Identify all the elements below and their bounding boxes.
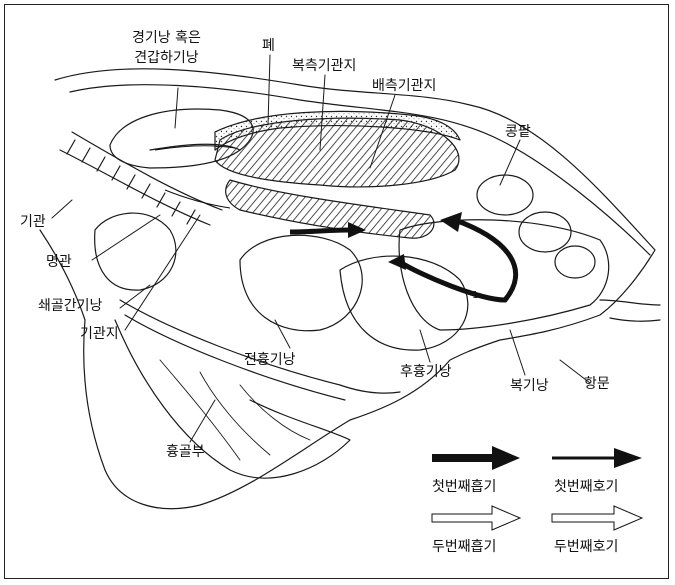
sternum-plate (115, 320, 350, 478)
label-kidney: 콩팥 (505, 124, 531, 140)
legend-first-inhale-arrow (432, 446, 520, 470)
clavicular-sac (95, 213, 176, 290)
anterior-thoracic-sac (240, 235, 362, 331)
label-primary-bronchus: 기관지 (80, 326, 119, 342)
label-posterior-thoracic-sac: 후흉기낭 (400, 364, 452, 380)
label-sternum: 흉골부 (166, 444, 205, 460)
label-dorsobronchi: 배측기관지 (372, 78, 436, 94)
label-clavicular-sac: 쇄골간기낭 (38, 298, 102, 314)
legend-second-exhale: 두번째호기 (554, 536, 618, 556)
tail (600, 300, 660, 321)
legend-first-exhale-arrow (552, 448, 642, 468)
legend-second-exhale-arrow (552, 506, 642, 530)
legend-second-inhale: 두번째흡기 (432, 536, 496, 556)
legend-second-inhale-arrow (432, 506, 520, 530)
flow-first-inhale (290, 230, 350, 232)
label-cervical-sac: 경기낭 혹은 견갑하기낭 (132, 30, 201, 66)
legend-first-exhale: 첫번째호기 (554, 476, 618, 496)
arrow-number-1: 1 (472, 288, 478, 304)
label-ventrobronchi: 복측기관지 (292, 58, 356, 74)
legend-first-inhale: 첫번째흡기 (432, 476, 496, 496)
label-cervical-line1: 경기낭 혹은 (132, 30, 201, 46)
sternum-keel (120, 300, 400, 400)
label-syrinx: 명관 (46, 254, 72, 270)
abdominal-sac (399, 220, 609, 330)
arrow-number-2: 2 (448, 214, 454, 230)
label-trachea: 기관 (20, 214, 46, 230)
label-anterior-thoracic-sac: 전흉기낭 (244, 352, 296, 368)
label-abdominal-sac: 복기낭 (510, 378, 549, 394)
label-cloaca: 항문 (584, 376, 610, 392)
flow-second-exhale (165, 190, 230, 208)
label-lung: 폐 (262, 38, 275, 54)
posterior-thoracic-sac (340, 256, 468, 350)
label-cervical-line2: 견갑하기낭 (132, 50, 201, 66)
